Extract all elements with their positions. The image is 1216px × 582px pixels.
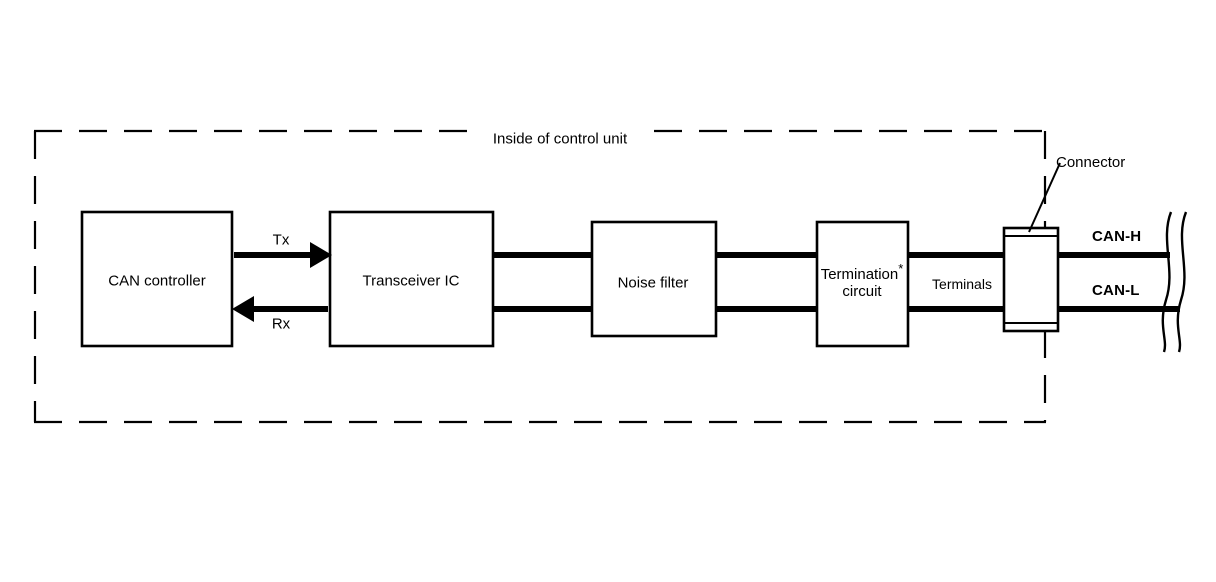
- block-label-noise-filter: Noise filter: [617, 274, 689, 292]
- bus-label-can-l: CAN-L: [1092, 282, 1140, 299]
- wire-break-curve-2: [1176, 211, 1188, 353]
- connector-leader-line: [1028, 162, 1061, 233]
- block-termination-circuit: [815, 220, 910, 348]
- diagram-title: Inside of control unit: [482, 130, 638, 148]
- termination-circuit-line1: Termination: [820, 265, 899, 283]
- block-transceiver-ic: [328, 210, 495, 348]
- block-can-controller: [80, 210, 234, 348]
- arrowhead-tx: [310, 242, 332, 268]
- signal-label-tx: Tx: [272, 231, 290, 249]
- termination-circuit-line2: circuit: [842, 283, 882, 300]
- annotation-terminals: Terminals: [932, 275, 992, 292]
- signal-label-rx: Rx: [271, 315, 291, 333]
- block-label-transceiver-ic: Transceiver IC: [362, 272, 460, 290]
- block-label-termination-circuit: Termination* circuit: [820, 262, 904, 301]
- block-noise-filter: [590, 220, 718, 338]
- wire-break-curve-1: [1161, 211, 1173, 353]
- arrowhead-rx: [232, 296, 254, 322]
- termination-circuit-footnote-marker: *: [898, 260, 904, 276]
- block-connector: [1002, 226, 1060, 333]
- block-label-connector: Connector: [1056, 154, 1126, 171]
- bus-label-can-h: CAN-H: [1092, 228, 1142, 245]
- block-label-can-controller: CAN controller: [108, 272, 206, 290]
